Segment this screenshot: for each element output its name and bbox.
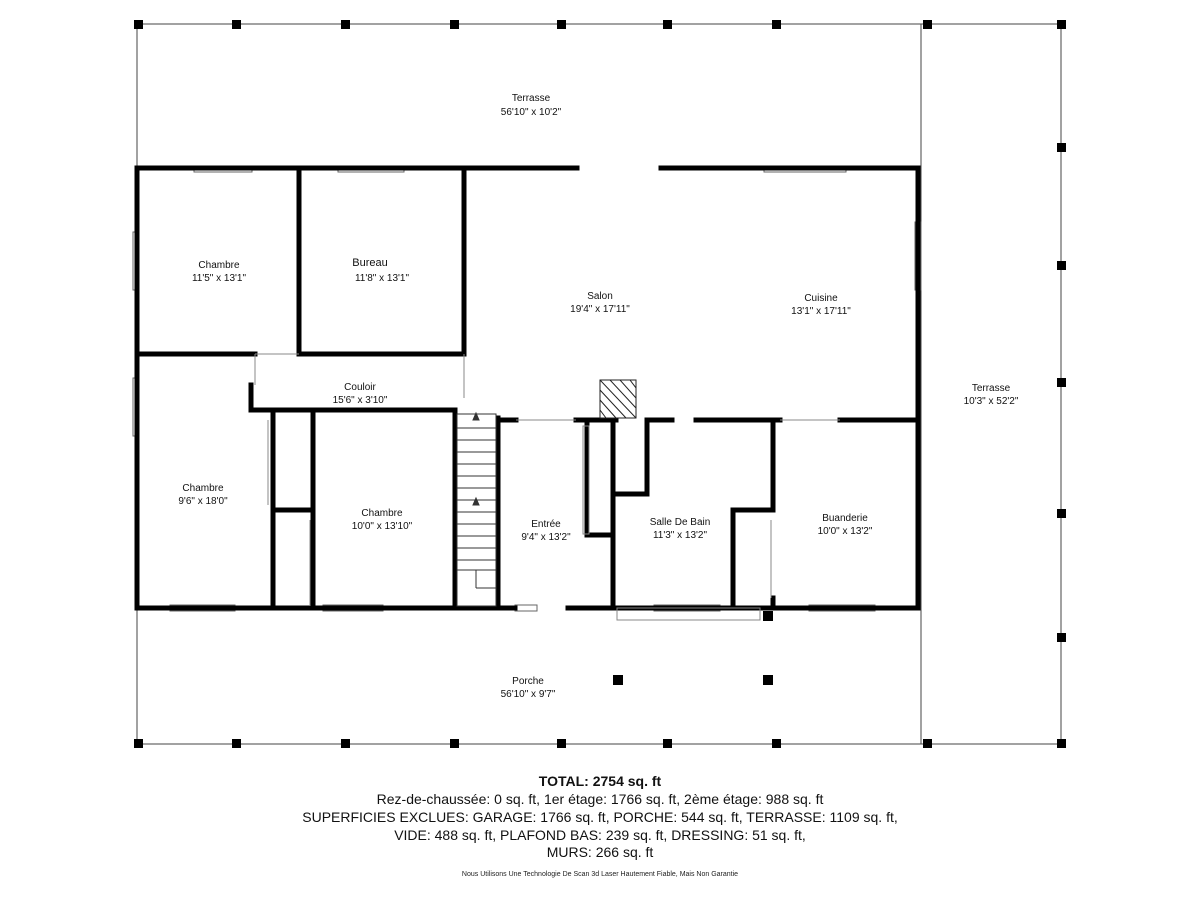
bureau-name: Bureau xyxy=(352,257,387,269)
terrasse-top-dims: 56'10" x 10'2" xyxy=(501,107,562,118)
couloir-name: Couloir xyxy=(344,382,376,393)
couloir-dims: 15'6" x 3'10" xyxy=(333,395,388,406)
terrasse-top-name: Terrasse xyxy=(512,93,551,104)
room-labels: Terrasse 56'10" x 10'2" Terrasse 10'3" x… xyxy=(178,93,1019,700)
porche-name: Porche xyxy=(512,676,544,687)
summary-line-other: VIDE: 488 sq. ft, PLAFOND BAS: 239 sq. f… xyxy=(394,827,806,843)
chambre-2-name: Chambre xyxy=(182,483,224,494)
porche-dims: 56'10" x 9'7" xyxy=(501,689,556,700)
salon-name: Salon xyxy=(587,291,613,302)
entree-name: Entrée xyxy=(531,519,561,530)
terrasse-right-dims: 10'3" x 52'2" xyxy=(964,396,1019,407)
chambre-3-dims: 10'0" x 13'10" xyxy=(352,521,413,532)
bureau-dims: 11'8" x 13'1" xyxy=(355,273,410,284)
summary-line-excluded: SUPERFICIES EXCLUES: GARAGE: 1766 sq. ft… xyxy=(302,809,898,825)
summary-line-floors: Rez-de-chaussée: 0 sq. ft, 1er étage: 17… xyxy=(376,791,824,807)
salle-de-bain-dims: 11'3" x 13'2" xyxy=(653,530,708,541)
cuisine-name: Cuisine xyxy=(804,293,838,304)
salon-dims: 19'4" x 17'11" xyxy=(570,304,630,315)
doors-thin-lines xyxy=(254,353,840,621)
floor-plan: Terrasse 56'10" x 10'2" Terrasse 10'3" x… xyxy=(132,20,1066,748)
buanderie-name: Buanderie xyxy=(822,513,868,524)
cuisine-dims: 13'1" x 17'11" xyxy=(791,306,851,317)
chambre-1-dims: 11'5" x 13'1" xyxy=(192,273,247,284)
chambre-3-name: Chambre xyxy=(361,508,403,519)
chambre-1-name: Chambre xyxy=(198,260,240,271)
summary-line-walls: MURS: 266 sq. ft xyxy=(546,844,654,860)
deck-posts xyxy=(134,20,1066,748)
entree-dims: 9'4" x 13'2" xyxy=(521,532,571,543)
salle-de-bain-name: Salle De Bain xyxy=(650,517,711,528)
chambre-2-dims: 9'6" x 18'0" xyxy=(178,496,228,507)
buanderie-dims: 10'0" x 13'2" xyxy=(818,526,873,537)
walls xyxy=(134,165,921,611)
deck-outlines xyxy=(136,23,1062,745)
stairs xyxy=(456,411,497,607)
terrasse-right-name: Terrasse xyxy=(972,383,1011,394)
fireplace xyxy=(599,379,637,419)
disclaimer: Nous Utilisons Une Technologie De Scan 3… xyxy=(461,871,739,878)
summary-total: TOTAL: 2754 sq. ft xyxy=(538,773,662,789)
